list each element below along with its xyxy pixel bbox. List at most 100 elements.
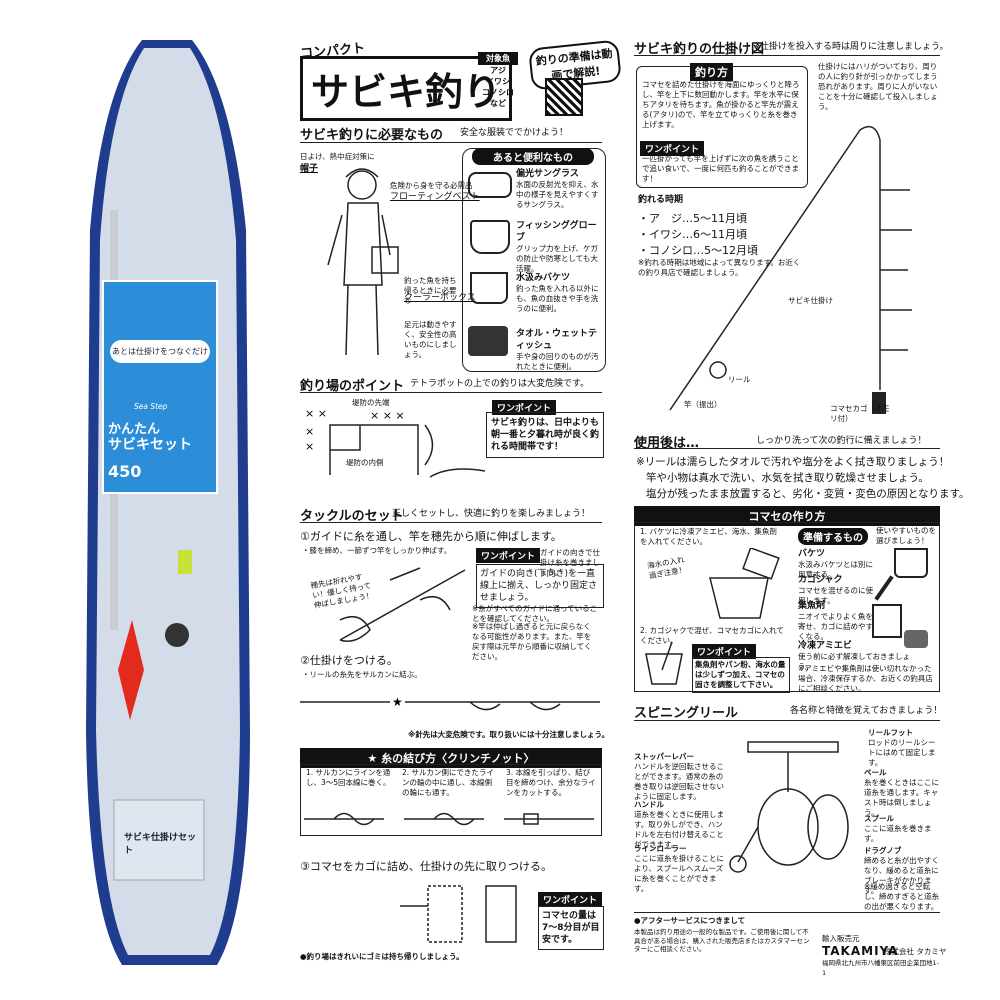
tackle-tip-tag: ワンポイント [476, 548, 541, 563]
target-fish-2: イワシ [486, 77, 510, 86]
prep-bucket-icon [894, 548, 928, 578]
tackle-title: タックルのセット [300, 509, 404, 524]
reel-part-name: ハンドル [634, 800, 664, 809]
spot-title: 釣り場のポイント [300, 379, 405, 394]
label-sabiki: サビキ仕掛け [788, 296, 833, 305]
rig-title: サビキ釣りの仕掛け図 [634, 42, 765, 57]
extras-item-desc: 水面の反射光を抑え、水中の様子を見えやすくするサングラス。 [516, 180, 599, 209]
prep-attractant-icon [872, 604, 902, 638]
prep-item-name: 冷凍アミエビ [798, 641, 852, 651]
basket-illustration [400, 885, 517, 943]
knot-title: ★ 糸の結び方〈クリンチノット〉 [300, 748, 602, 768]
target-fish-3: コノシロ [482, 88, 514, 97]
target-fish-4: など [490, 99, 506, 108]
prep-note: 使いやすいものを選びましょう！ [876, 526, 936, 545]
rig-right-note: 仕掛けにはハリがついており、周りの人に釣り針が引っかかってしまう恐れがあります。… [818, 62, 938, 111]
glove-icon [470, 220, 510, 254]
spot-edge-label: 堤防の先端 [352, 398, 390, 407]
extras-item-name: タオル・ウェットティッシュ [516, 329, 598, 351]
service-title: ●アフターサービスにつきまして [634, 916, 746, 925]
knot-step-3: 3. 本線を引っぱり、結び目を締めつけ、余分なラインをカットする。 [506, 768, 596, 797]
prep-item-desc: 使う前に必ず解凍しておきましょう。 [798, 652, 911, 671]
reel-part-name: ベール [864, 768, 887, 777]
tackle-note-1: ※糸がすべてのガイドに通っていることを確認してください。 [472, 604, 598, 623]
hat-label: 帽子 [300, 164, 319, 174]
svg-text:★: ★ [392, 695, 403, 709]
vest-note: 危険から身を守る必需品 [390, 181, 473, 190]
knot-illustration [304, 812, 594, 826]
onepoint-text: 一匹掛かっても竿を上げずに次の魚を誘うことで追い食いで、一度に何匹も釣ることがで… [642, 154, 799, 183]
reel-part-bail: ベール 糸を巻くときはここに道糸を通します。キャスト時は倒しましょう。 [864, 768, 940, 818]
importer-label: 輸入販売元 [822, 934, 860, 943]
extras-item-desc: 手や身の回りのものが汚れたときに便利。 [516, 352, 599, 371]
after-title: 使用後は… [634, 436, 700, 451]
tackle-subtitle: 正しくセットし、快適に釣りを楽しみましょう！ [392, 509, 591, 519]
product-bag: Sea Step あとは仕掛けをつなぐだけ かんたん サビキセット 450 サビ… [82, 30, 254, 975]
reel-part-desc: ここに道糸を巻きます。 [864, 824, 932, 843]
season-2: ・イワシ…6〜11月頃 [638, 228, 747, 241]
target-label: 対象魚 [478, 52, 518, 65]
prep-item-name: 集魚剤 [798, 601, 826, 611]
reel-part-desc: 糸を巻くときはここに道糸を通します。キャスト時は倒しましょう。 [864, 778, 939, 817]
pier-map: × × × × × × × [305, 407, 485, 478]
howto-tag: 釣り方 [690, 63, 733, 81]
prep-item-shrimp: 冷凍アミエビ 使う前に必ず解凍しておきましょう。 [798, 640, 918, 672]
extras-item-towel: タオル・ウェットティッシュ 手や身の回りのものが汚れたときに便利。 [516, 328, 604, 372]
rig-subtitle: 仕掛けを投入する時は周りに注意しましょう。 [760, 42, 949, 52]
extras-item-desc: 釣った魚を入れる以外にも、魚の血抜きや手を洗うのに便利。 [516, 284, 599, 313]
spinning-reel-illustration [729, 741, 849, 873]
komase-mix-illustration [645, 641, 683, 685]
product-label-card: Sea Step あとは仕掛けをつなぐだけ かんたん サビキセット 450 [102, 280, 218, 494]
company-en: TAKAMIYA [822, 944, 899, 958]
prep-item-bucket: バケツ 水汲みバケツとは別に用意する。 [798, 548, 878, 580]
reel-part-desc: 締めると糸が出やすくなり、緩めると道糸にブレーキがかかります。 [864, 856, 939, 895]
season-3: ・コノシロ…5〜12月頃 [638, 244, 758, 257]
reel-part-roller: ラインローラー ここに道糸を掛けることにより、スプールへスムーズに糸を巻くことが… [634, 844, 730, 894]
svg-text:× ×: × × [305, 407, 327, 420]
label-reel: リール [728, 375, 751, 384]
shoes-note: 足元は動きやすく、安全性の高いものにしましょう。 [404, 320, 457, 359]
label-title-1: かんたん [108, 422, 161, 437]
cooler-note: 釣った魚を持ち帰るときに必要な [404, 276, 457, 305]
prep-item-attractant: 集魚剤 ニオイでよりよく魚を寄せ、カゴに詰めやすくなる。 [798, 600, 878, 642]
drag-note: ※緩め過ぎると空転し、締めすぎると道糸の出が悪くなります。 [864, 882, 939, 911]
after-line-3: 塩分が残ったまま放置すると、劣化・変質・変色の原因となります。 [646, 488, 970, 500]
prep-title: 準備するもの [798, 528, 868, 545]
prep-shrimp-icon [904, 630, 928, 648]
tackle-tip-text: ガイドの向き(下向き)を一直線上に揃え、しっかり固定させましょう。 [476, 564, 604, 608]
season-title: 釣れる時期 [638, 195, 684, 205]
cooler-label: クーラーボックス [404, 293, 476, 303]
komase-footnote: ※アミエビや集魚剤は使い切れなかった場合、冷凍保存するか、お近くの釣具店にご相談… [798, 664, 933, 693]
reel-part-name: ドラグノブ [864, 846, 902, 855]
hat-note: 日よけ、熱中症対策に [300, 152, 375, 161]
product-bag-illustration [86, 40, 250, 965]
qr-code-icon[interactable] [545, 78, 583, 116]
tackle-note-2: ※竿は仲ばし過ぎると元に戻らなくなる可能性があります。また、竿を戻す際は元竿から… [472, 622, 592, 661]
footer-rule [634, 912, 940, 913]
needs-title: サビキ釣りに必要なもの [300, 128, 444, 143]
rig-illustration [669, 125, 912, 414]
towel-icon [468, 326, 508, 356]
needs-rule [300, 142, 602, 143]
komase-tip-tag: ワンポイント [692, 644, 757, 659]
step3-tip-text: コマセの量は7〜8分目が目安です。 [538, 906, 604, 950]
after-line-2: 竿や小物は真水で洗い、水気を拭き取り乾燥させましょう。 [646, 472, 929, 484]
prep-item-desc: コマセを混ぜるのに使用します。 [798, 586, 873, 605]
label-catch: あとは仕掛けをつなぐだけ [110, 340, 210, 363]
reel-part-drag: ドラグノブ 締めると糸が出やすくなり、緩めると道糸にブレーキがかかります。 [864, 846, 940, 896]
extras-item-name: 水汲みバケツ [516, 273, 571, 283]
vest-label: フローティングベスト [390, 192, 480, 202]
extras-item-bucket: 水汲みバケツ 釣った魚を入れる以外にも、魚の血抜きや手を洗うのに便利。 [516, 272, 604, 314]
target-fish-box: 対象魚 アジ イワシ コノシロ など [478, 52, 518, 109]
reel-part-desc: ハンドルを逆回転させることができます。通常の糸の巻き取りは逆回転させないように固… [634, 762, 724, 801]
tackle-step2: ②仕掛けをつける。 [300, 654, 398, 667]
reel-part-desc: ロッドのリールシートにはめて固定します。 [868, 738, 936, 767]
after-subtitle: しっかり洗って次の釣行に備えましょう！ [756, 436, 927, 446]
howto-text: コマセを詰めた仕掛けを海面にゆっくりと降ろし、竿を上下に数回動かします。竿を水平… [642, 80, 800, 129]
reel-part-name: リールフット [868, 728, 913, 737]
reel-part-name: ラインローラー [634, 844, 687, 853]
tackle-rule [300, 522, 602, 523]
reel-part-foot: リールフット ロッドのリールシートにはめて固定します。 [868, 728, 938, 768]
reel-part-name: スプール [864, 814, 894, 823]
extras-item-desc: グリップ力を上げ、ケガの防止や防寒としても大活躍。 [516, 244, 598, 273]
